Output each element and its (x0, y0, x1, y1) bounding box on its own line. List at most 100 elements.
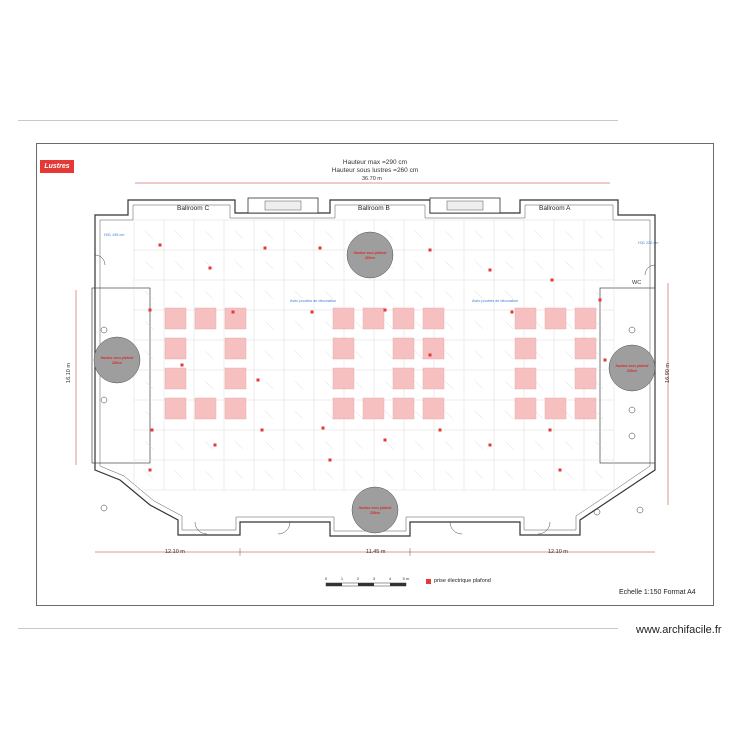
height-circle-left: Hauteur sous plafond 285cm (93, 336, 141, 384)
electric-marker (598, 298, 602, 302)
fixture-mark (474, 320, 484, 330)
fixture-mark (534, 350, 544, 360)
fixture-mark (594, 380, 604, 390)
fixture-mark (324, 230, 334, 240)
fixture-mark (144, 380, 154, 390)
electric-marker (260, 428, 264, 432)
fixture-mark (594, 470, 604, 480)
fixture-mark (444, 260, 454, 270)
fixture-mark (594, 410, 604, 420)
fixture-mark (384, 410, 394, 420)
fixture-mark (564, 230, 574, 240)
electric-marker (148, 468, 152, 472)
fixture-mark (414, 230, 424, 240)
stage-block-left-inner (264, 200, 302, 211)
pink-panel (514, 397, 537, 420)
pink-panel (362, 397, 385, 420)
pink-panel (164, 367, 187, 390)
fixture-mark (564, 470, 574, 480)
watermark: www.archifacile.fr (636, 624, 722, 636)
electric-marker (231, 310, 235, 314)
fixture-mark (504, 380, 514, 390)
door-bottom-4 (537, 521, 551, 535)
fixture-mark (324, 290, 334, 300)
pink-panel (392, 307, 415, 330)
fixture-mark (444, 410, 454, 420)
wc-label: WC (632, 280, 642, 286)
pink-panel (224, 397, 247, 420)
fixture-mark (384, 290, 394, 300)
door-bottom-2 (277, 521, 291, 535)
door-bottom-1 (194, 521, 208, 535)
pink-panel (362, 307, 385, 330)
fixture-mark (414, 320, 424, 330)
fixture-mark (324, 410, 334, 420)
electric-marker (383, 308, 387, 312)
pink-panel (422, 337, 445, 360)
circle-right-line2: 285cm (626, 369, 637, 373)
room-label-b: Ballroom B (358, 205, 390, 212)
building-outline (94, 199, 656, 537)
fixture-mark (234, 440, 244, 450)
column-3 (628, 326, 636, 334)
fixture-mark (564, 440, 574, 450)
fixture-mark (324, 440, 334, 450)
pink-panel (514, 367, 537, 390)
electric-marker (180, 363, 184, 367)
fixture-mark (324, 320, 334, 330)
fixture-mark (144, 320, 154, 330)
small-label-left: H31 195 cm (104, 233, 124, 237)
fixture-mark (324, 470, 334, 480)
circle-top-line2: 285cm (364, 256, 375, 260)
pink-panel (332, 307, 355, 330)
electric-marker (428, 353, 432, 357)
fixture-mark (204, 350, 214, 360)
fixture-mark (594, 260, 604, 270)
electric-marker (321, 426, 325, 430)
fixture-mark (474, 260, 484, 270)
pink-panel (332, 337, 355, 360)
electric-marker (318, 246, 322, 250)
pink-panel (514, 337, 537, 360)
fixture-mark (444, 230, 454, 240)
fixture-mark (594, 290, 604, 300)
fixture-mark (204, 380, 214, 390)
fixture-mark (564, 350, 574, 360)
height-circle-right: Hauteur sous plafond 285cm (608, 344, 656, 392)
fixture-mark (564, 410, 574, 420)
pink-panel (392, 367, 415, 390)
fixture-mark (264, 260, 274, 270)
scale-text: Echelle 1:150 Format A4 (619, 589, 696, 596)
fixture-mark (474, 290, 484, 300)
fixture-mark (534, 440, 544, 450)
fixture-mark (264, 290, 274, 300)
fixture-mark (264, 320, 274, 330)
pink-panel (574, 307, 597, 330)
pink-panel (332, 397, 355, 420)
fixture-mark (264, 440, 274, 450)
fixture-mark (144, 470, 154, 480)
electric-marker (150, 428, 154, 432)
pink-panel (422, 397, 445, 420)
fixture-mark (204, 470, 214, 480)
fixture-mark (444, 290, 454, 300)
fixture-mark (294, 410, 304, 420)
fixture-mark (384, 350, 394, 360)
pink-panel (392, 397, 415, 420)
height-circle-top: Hauteur sous plafond 285cm (346, 231, 394, 279)
electric-marker (213, 443, 217, 447)
column-6 (100, 504, 108, 512)
fixture-mark (564, 260, 574, 270)
column-4 (628, 406, 636, 414)
column-7 (593, 508, 601, 516)
fixture-mark (474, 410, 484, 420)
electric-marker (148, 308, 152, 312)
fixture-mark (294, 260, 304, 270)
dim-left: 16.10 m (65, 363, 72, 383)
column-1 (100, 326, 108, 334)
fixture-mark (354, 290, 364, 300)
fixture-mark (594, 350, 604, 360)
fixture-mark (324, 380, 334, 390)
